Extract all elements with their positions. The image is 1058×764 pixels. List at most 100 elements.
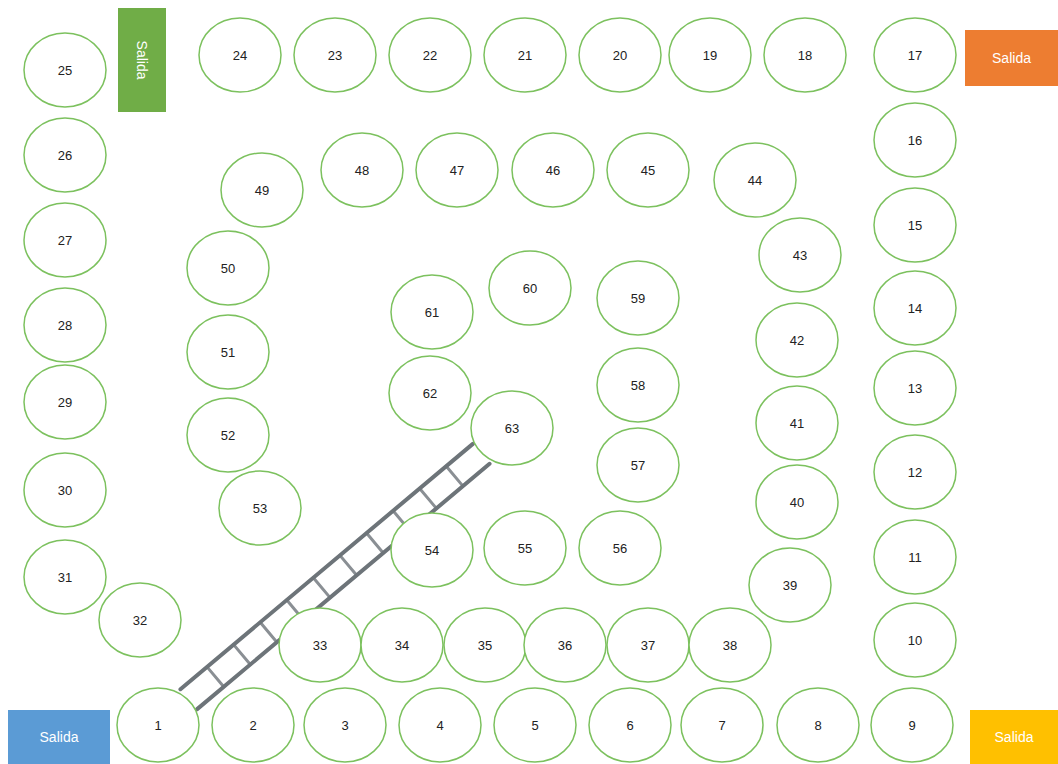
- square-number: 13: [908, 381, 922, 396]
- board-square: 50: [186, 230, 270, 306]
- start-text: Salida: [992, 50, 1031, 66]
- square-number: 32: [133, 613, 147, 628]
- board-square: 59: [596, 260, 680, 336]
- square-number: 30: [58, 483, 72, 498]
- square-number: 15: [908, 218, 922, 233]
- square-number: 63: [505, 421, 519, 436]
- square-number: 61: [425, 305, 439, 320]
- square-number: 28: [58, 318, 72, 333]
- start-text: Salida: [995, 729, 1034, 745]
- square-number: 39: [783, 578, 797, 593]
- square-number: 17: [908, 48, 922, 63]
- start-label: Salida: [118, 8, 166, 112]
- start-text: Salida: [40, 729, 79, 745]
- square-number: 22: [423, 48, 437, 63]
- board-square: 12: [873, 434, 957, 510]
- square-number: 20: [613, 48, 627, 63]
- square-number: 29: [58, 395, 72, 410]
- board-square: 28: [23, 287, 107, 363]
- square-number: 3: [341, 718, 348, 733]
- board-square: 51: [186, 314, 270, 390]
- square-number: 8: [814, 718, 821, 733]
- square-number: 36: [558, 638, 572, 653]
- square-number: 12: [908, 465, 922, 480]
- board-square: 13: [873, 350, 957, 426]
- board-square: 48: [320, 132, 404, 208]
- board-square: 27: [23, 202, 107, 278]
- square-number: 57: [631, 458, 645, 473]
- board-square: 3: [303, 687, 387, 763]
- square-number: 2: [249, 718, 256, 733]
- board-square: 5: [493, 687, 577, 763]
- square-number: 7: [718, 718, 725, 733]
- start-label: Salida: [970, 710, 1058, 764]
- board-square: 20: [578, 17, 662, 93]
- board-square: 52: [186, 397, 270, 473]
- board-square: 25: [23, 32, 107, 108]
- board-square: 62: [388, 355, 472, 431]
- square-number: 23: [328, 48, 342, 63]
- board-square: 29: [23, 364, 107, 440]
- square-number: 51: [221, 345, 235, 360]
- square-number: 27: [58, 233, 72, 248]
- square-number: 50: [221, 261, 235, 276]
- board-square: 18: [763, 17, 847, 93]
- board-square: 36: [523, 607, 607, 683]
- square-number: 6: [626, 718, 633, 733]
- board-square: 22: [388, 17, 472, 93]
- board-square: 23: [293, 17, 377, 93]
- board-square: 63: [470, 390, 554, 466]
- board-square: 30: [23, 452, 107, 528]
- square-number: 9: [908, 718, 915, 733]
- board-square: 46: [511, 132, 595, 208]
- square-number: 46: [546, 163, 560, 178]
- board-square: 45: [606, 132, 690, 208]
- board-square: 33: [278, 607, 362, 683]
- square-number: 54: [425, 543, 439, 558]
- square-number: 56: [613, 541, 627, 556]
- start-text: Salida: [134, 41, 150, 80]
- square-number: 55: [518, 541, 532, 556]
- board-square: 1: [116, 687, 200, 763]
- board-square: 54: [390, 512, 474, 588]
- board-square: 42: [755, 302, 839, 378]
- square-number: 59: [631, 291, 645, 306]
- square-number: 11: [908, 550, 922, 565]
- board-square: 10: [873, 602, 957, 678]
- board-square: 41: [755, 385, 839, 461]
- square-number: 18: [798, 48, 812, 63]
- board-square: 7: [680, 687, 764, 763]
- square-number: 35: [478, 638, 492, 653]
- square-number: 58: [631, 378, 645, 393]
- square-number: 34: [395, 638, 409, 653]
- board-square: 16: [873, 102, 957, 178]
- square-number: 53: [253, 501, 267, 516]
- square-number: 5: [531, 718, 538, 733]
- board-square: 38: [688, 607, 772, 683]
- square-number: 24: [233, 48, 247, 63]
- square-number: 48: [355, 163, 369, 178]
- board-square: 47: [415, 132, 499, 208]
- board-square: 2: [211, 687, 295, 763]
- board-square: 19: [668, 17, 752, 93]
- board-square: 11: [873, 519, 957, 595]
- start-label: Salida: [8, 710, 110, 764]
- board-square: 61: [390, 274, 474, 350]
- square-number: 37: [641, 638, 655, 653]
- board-square: 37: [606, 607, 690, 683]
- board-square: 6: [588, 687, 672, 763]
- board-square: 14: [873, 270, 957, 346]
- square-number: 38: [723, 638, 737, 653]
- square-number: 21: [518, 48, 532, 63]
- board-square: 55: [483, 510, 567, 586]
- square-number: 16: [908, 133, 922, 148]
- board-square: 8: [776, 687, 860, 763]
- square-number: 42: [790, 333, 804, 348]
- square-number: 14: [908, 301, 922, 316]
- square-number: 33: [313, 638, 327, 653]
- board-square: 31: [23, 539, 107, 615]
- square-number: 62: [423, 386, 437, 401]
- board-square: 9: [870, 687, 954, 763]
- board-square: 15: [873, 187, 957, 263]
